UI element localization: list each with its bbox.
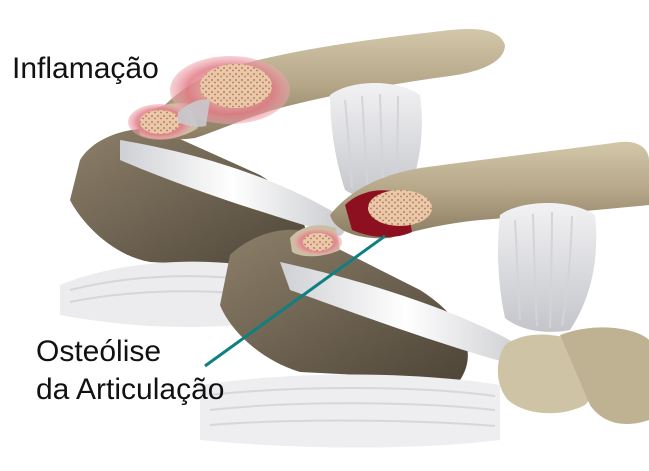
osteolysis-label: Osteólise da Articulação	[36, 333, 224, 409]
osteolysis-label-line1: Osteólise	[36, 333, 224, 371]
spongy-bone-acromion-lower	[368, 190, 432, 226]
inflammation-label: Inflamação	[12, 50, 159, 88]
spongy-bone-clavicle-lower	[303, 233, 333, 251]
spongy-bone-acromion-upper	[200, 64, 272, 108]
spongy-bone-clavicle-upper	[140, 110, 180, 134]
tendon-lower	[498, 203, 596, 332]
osteolysis-label-line2: da Articulação	[36, 371, 224, 409]
